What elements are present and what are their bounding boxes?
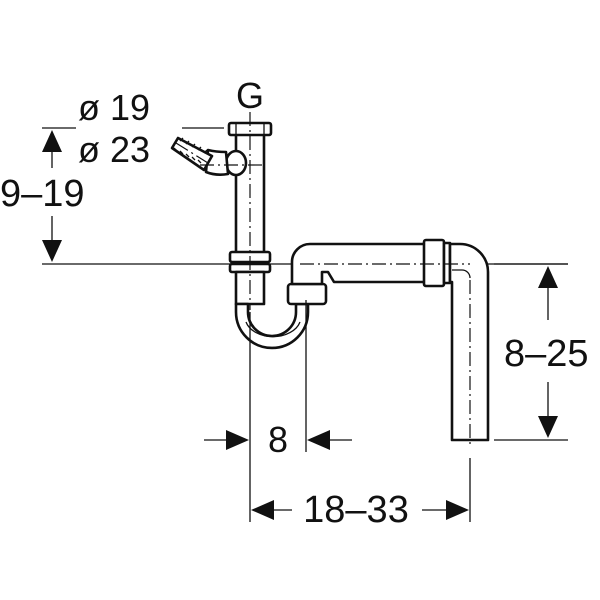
dimension-horizontal-span bbox=[251, 500, 469, 520]
dimension-inlet-height bbox=[42, 130, 62, 262]
horizontal-span-label: 18–33 bbox=[303, 489, 409, 531]
dimension-outlet-height bbox=[538, 266, 558, 438]
diameter-large-label: ø 23 bbox=[78, 129, 150, 170]
hose-nozzle bbox=[170, 136, 214, 172]
appliance-connection bbox=[170, 136, 248, 177]
dimension-trap-offset bbox=[204, 430, 352, 450]
trap-nut bbox=[286, 282, 328, 306]
diameter-small-label: ø 19 bbox=[78, 87, 150, 128]
inlet-height-label: 9–19 bbox=[0, 173, 85, 215]
trap-offset-label: 8 bbox=[268, 419, 288, 460]
outlet-pipe bbox=[290, 238, 490, 442]
outlet-elbow bbox=[448, 242, 490, 442]
outlet-height-label: 8–25 bbox=[504, 333, 589, 375]
outlet-coupling bbox=[422, 238, 446, 288]
connection-letter-label: G bbox=[236, 75, 264, 116]
